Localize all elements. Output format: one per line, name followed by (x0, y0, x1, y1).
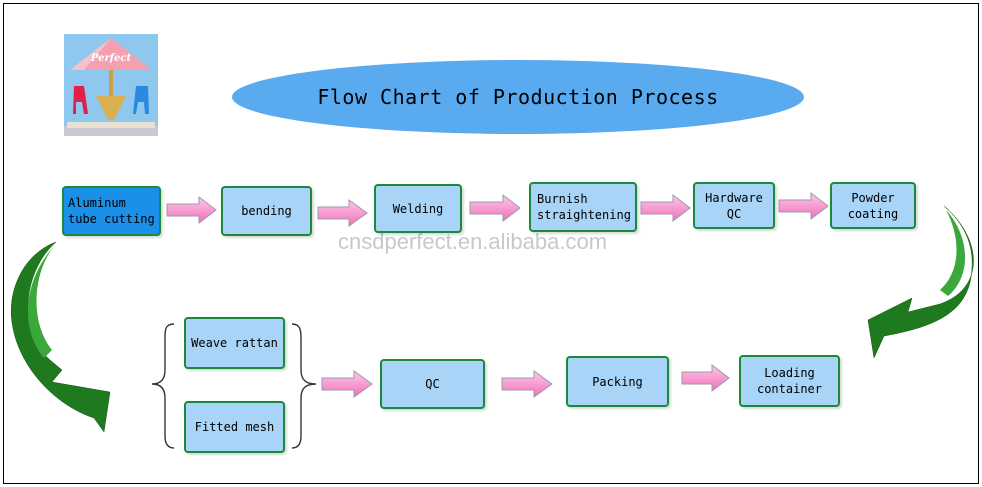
step-welding: Welding (374, 184, 462, 233)
arrow-7 (501, 370, 553, 398)
diagram-title: Flow Chart of Production Process (232, 60, 804, 134)
right-curve-arrow (867, 205, 974, 359)
step-hardware-qc: Hardware QC (693, 182, 775, 229)
step-fitted-mesh: Fitted mesh (184, 401, 285, 453)
arrow-2 (317, 199, 368, 227)
step-qc: QC (380, 359, 485, 409)
step-weave-rattan: Weave rattan (184, 317, 285, 369)
arrow-4 (640, 193, 691, 223)
step-aluminum-tube-cutting: Aluminum tube cutting (62, 186, 161, 236)
step-powder-coating: Powder coating (830, 182, 916, 229)
step-burnish-straightening: Burnish straightening (529, 182, 637, 232)
arrow-1 (166, 195, 217, 225)
perfect-logo: Perfect (64, 34, 158, 136)
arrow-3 (469, 193, 521, 223)
step-bending: bending (221, 186, 312, 236)
step-loading-container: Loading container (739, 355, 840, 407)
logo-text: Perfect (90, 53, 132, 64)
branch-brace-right (291, 323, 317, 449)
branch-brace-left (151, 323, 175, 449)
arrow-8 (681, 363, 730, 393)
arrow-6 (321, 370, 373, 398)
arrow-5 (778, 191, 829, 221)
watermark: cnsdperfect.en.alibaba.com (338, 229, 608, 254)
left-curve-arrow (10, 241, 111, 433)
step-packing: Packing (566, 356, 669, 407)
